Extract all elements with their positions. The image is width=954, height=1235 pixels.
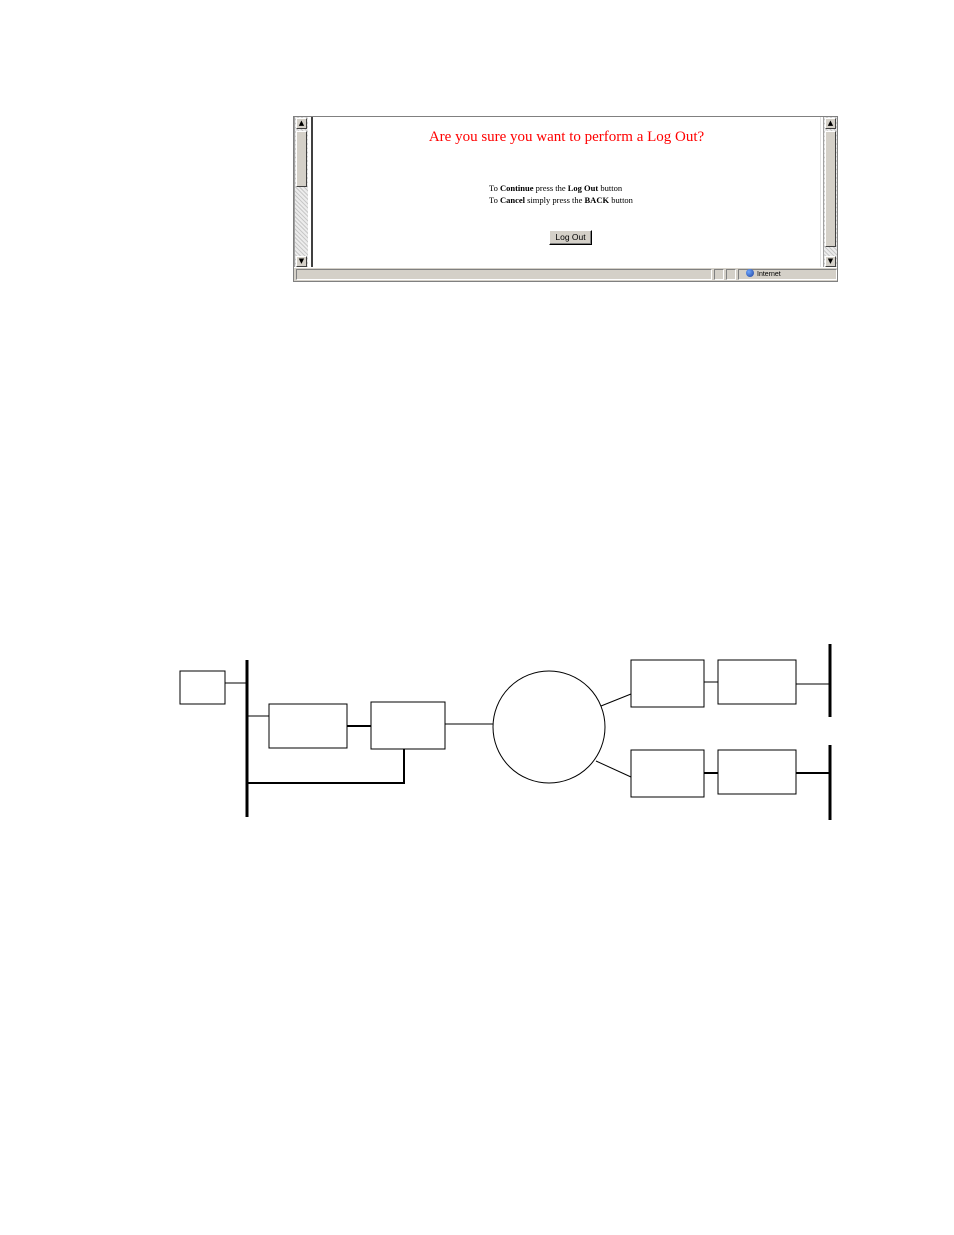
- box-mid-2: [370, 701, 446, 750]
- security-zone: Internet: [746, 269, 837, 280]
- browser-window: ▲ ▼ Are you sure you want to perform a L…: [293, 116, 838, 282]
- status-cell: [726, 269, 736, 280]
- globe-icon: [746, 269, 754, 277]
- box-far-left: [179, 670, 226, 705]
- box-right-top-1: [630, 659, 705, 708]
- status-cell: [714, 269, 724, 280]
- network-diagram-svg: [179, 644, 832, 820]
- box-mid-1: [268, 703, 348, 749]
- cancel-instruction: To Cancel simply press the BACK button: [489, 195, 633, 205]
- continue-instruction: To Continue press the Log Out button: [489, 183, 623, 193]
- arrow-up-icon[interactable]: ▲: [296, 118, 307, 129]
- box-right-top-2: [717, 659, 797, 705]
- zone-label: Internet: [757, 271, 781, 278]
- log-out-button[interactable]: Log Out: [549, 230, 592, 245]
- link-mid2-bus-loop: [247, 749, 405, 784]
- arrow-down-icon[interactable]: ▼: [296, 256, 307, 267]
- right-scrollbar[interactable]: ▲ ▼: [823, 117, 837, 268]
- network-diagram: [170, 640, 840, 825]
- status-text-cell: [296, 269, 712, 280]
- left-scrollbar[interactable]: ▲ ▼: [294, 117, 308, 268]
- link-circle-top: [600, 693, 632, 707]
- box-right-bottom-2: [717, 749, 797, 795]
- link-circle-bottom: [595, 760, 632, 778]
- network-cloud-circle: [492, 670, 606, 784]
- zone-cell: [738, 269, 837, 280]
- scroll-thumb[interactable]: [296, 131, 307, 187]
- arrow-up-icon[interactable]: ▲: [825, 118, 836, 129]
- status-bar: Internet: [294, 267, 837, 281]
- arrow-down-icon[interactable]: ▼: [825, 256, 836, 267]
- logout-heading: Are you sure you want to perform a Log O…: [428, 129, 705, 145]
- page-content: Are you sure you want to perform a Log O…: [311, 117, 821, 268]
- scroll-thumb[interactable]: [825, 131, 836, 247]
- box-right-bottom-1: [630, 749, 705, 798]
